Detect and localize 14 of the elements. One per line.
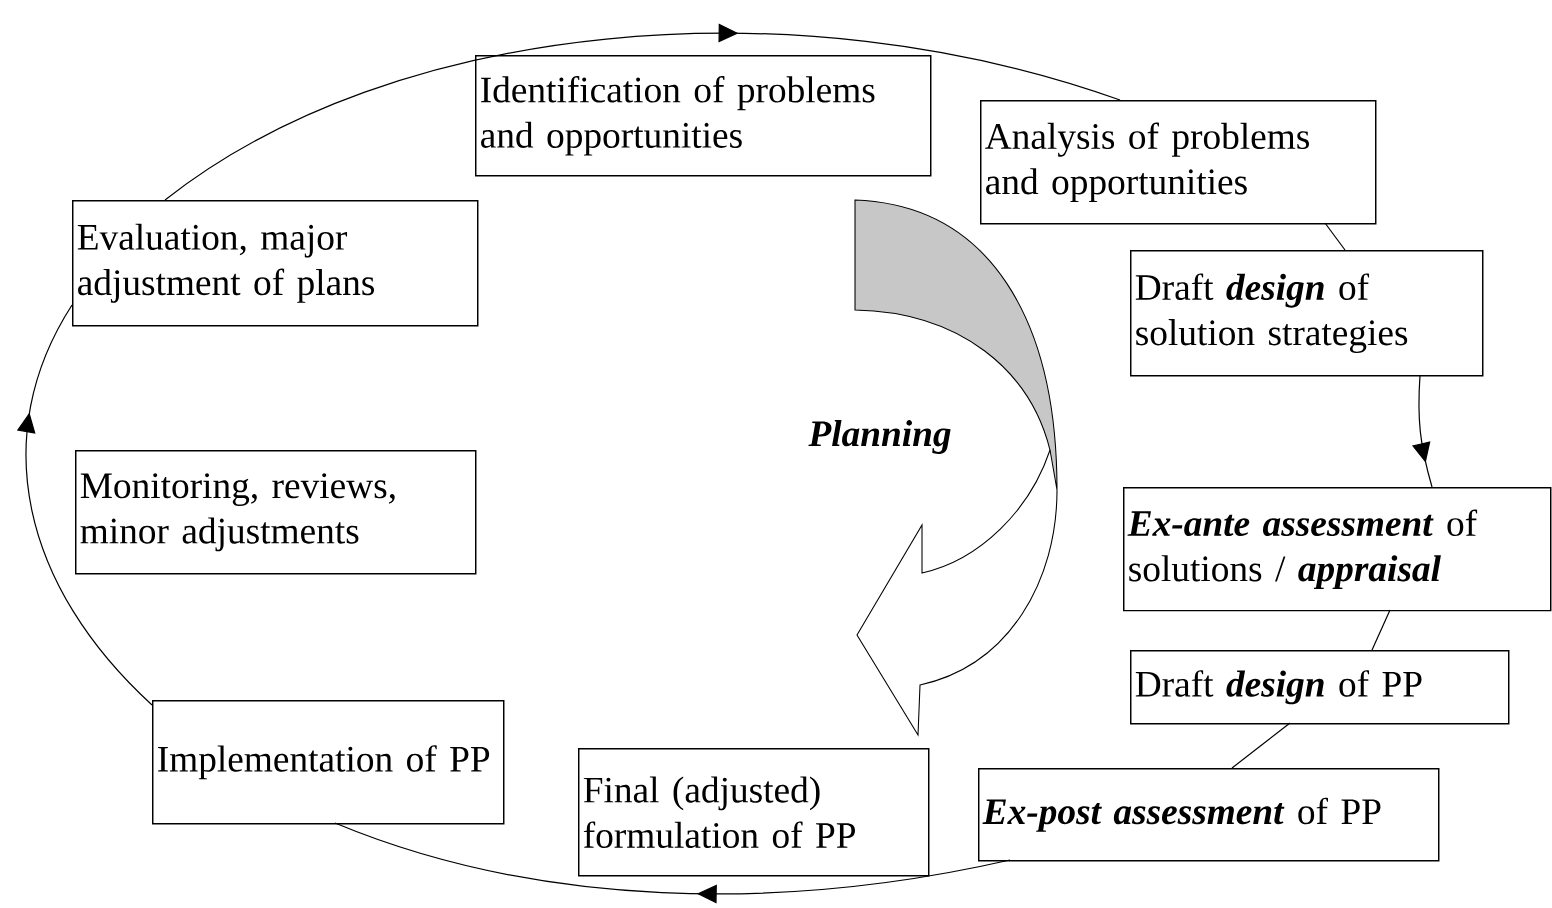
process-box: Analysis of problems and opportunities	[980, 100, 1377, 225]
arrow-label: Planning	[808, 420, 951, 454]
arrow	[334, 822, 1011, 904]
process-box: Implementation of PP	[152, 700, 505, 825]
arrow	[164, 23, 1121, 201]
process-box: Evaluation, major adjustment of plans	[72, 200, 479, 327]
process-box: Ex-post assessment of PP	[978, 768, 1440, 862]
process-box: Draft design of solution strategies	[1130, 250, 1484, 377]
process-box: Identification of problems and opportunities	[475, 55, 932, 177]
process-box: Final (adjusted) formulation of PP	[578, 748, 930, 877]
process-box: Monitoring, reviews, minor adjustments	[75, 450, 477, 575]
process-box: Ex-ante assessment of solutions / appraisal	[1123, 487, 1552, 612]
process-box: Draft design of PP	[1130, 650, 1510, 725]
arrow	[16, 304, 153, 706]
